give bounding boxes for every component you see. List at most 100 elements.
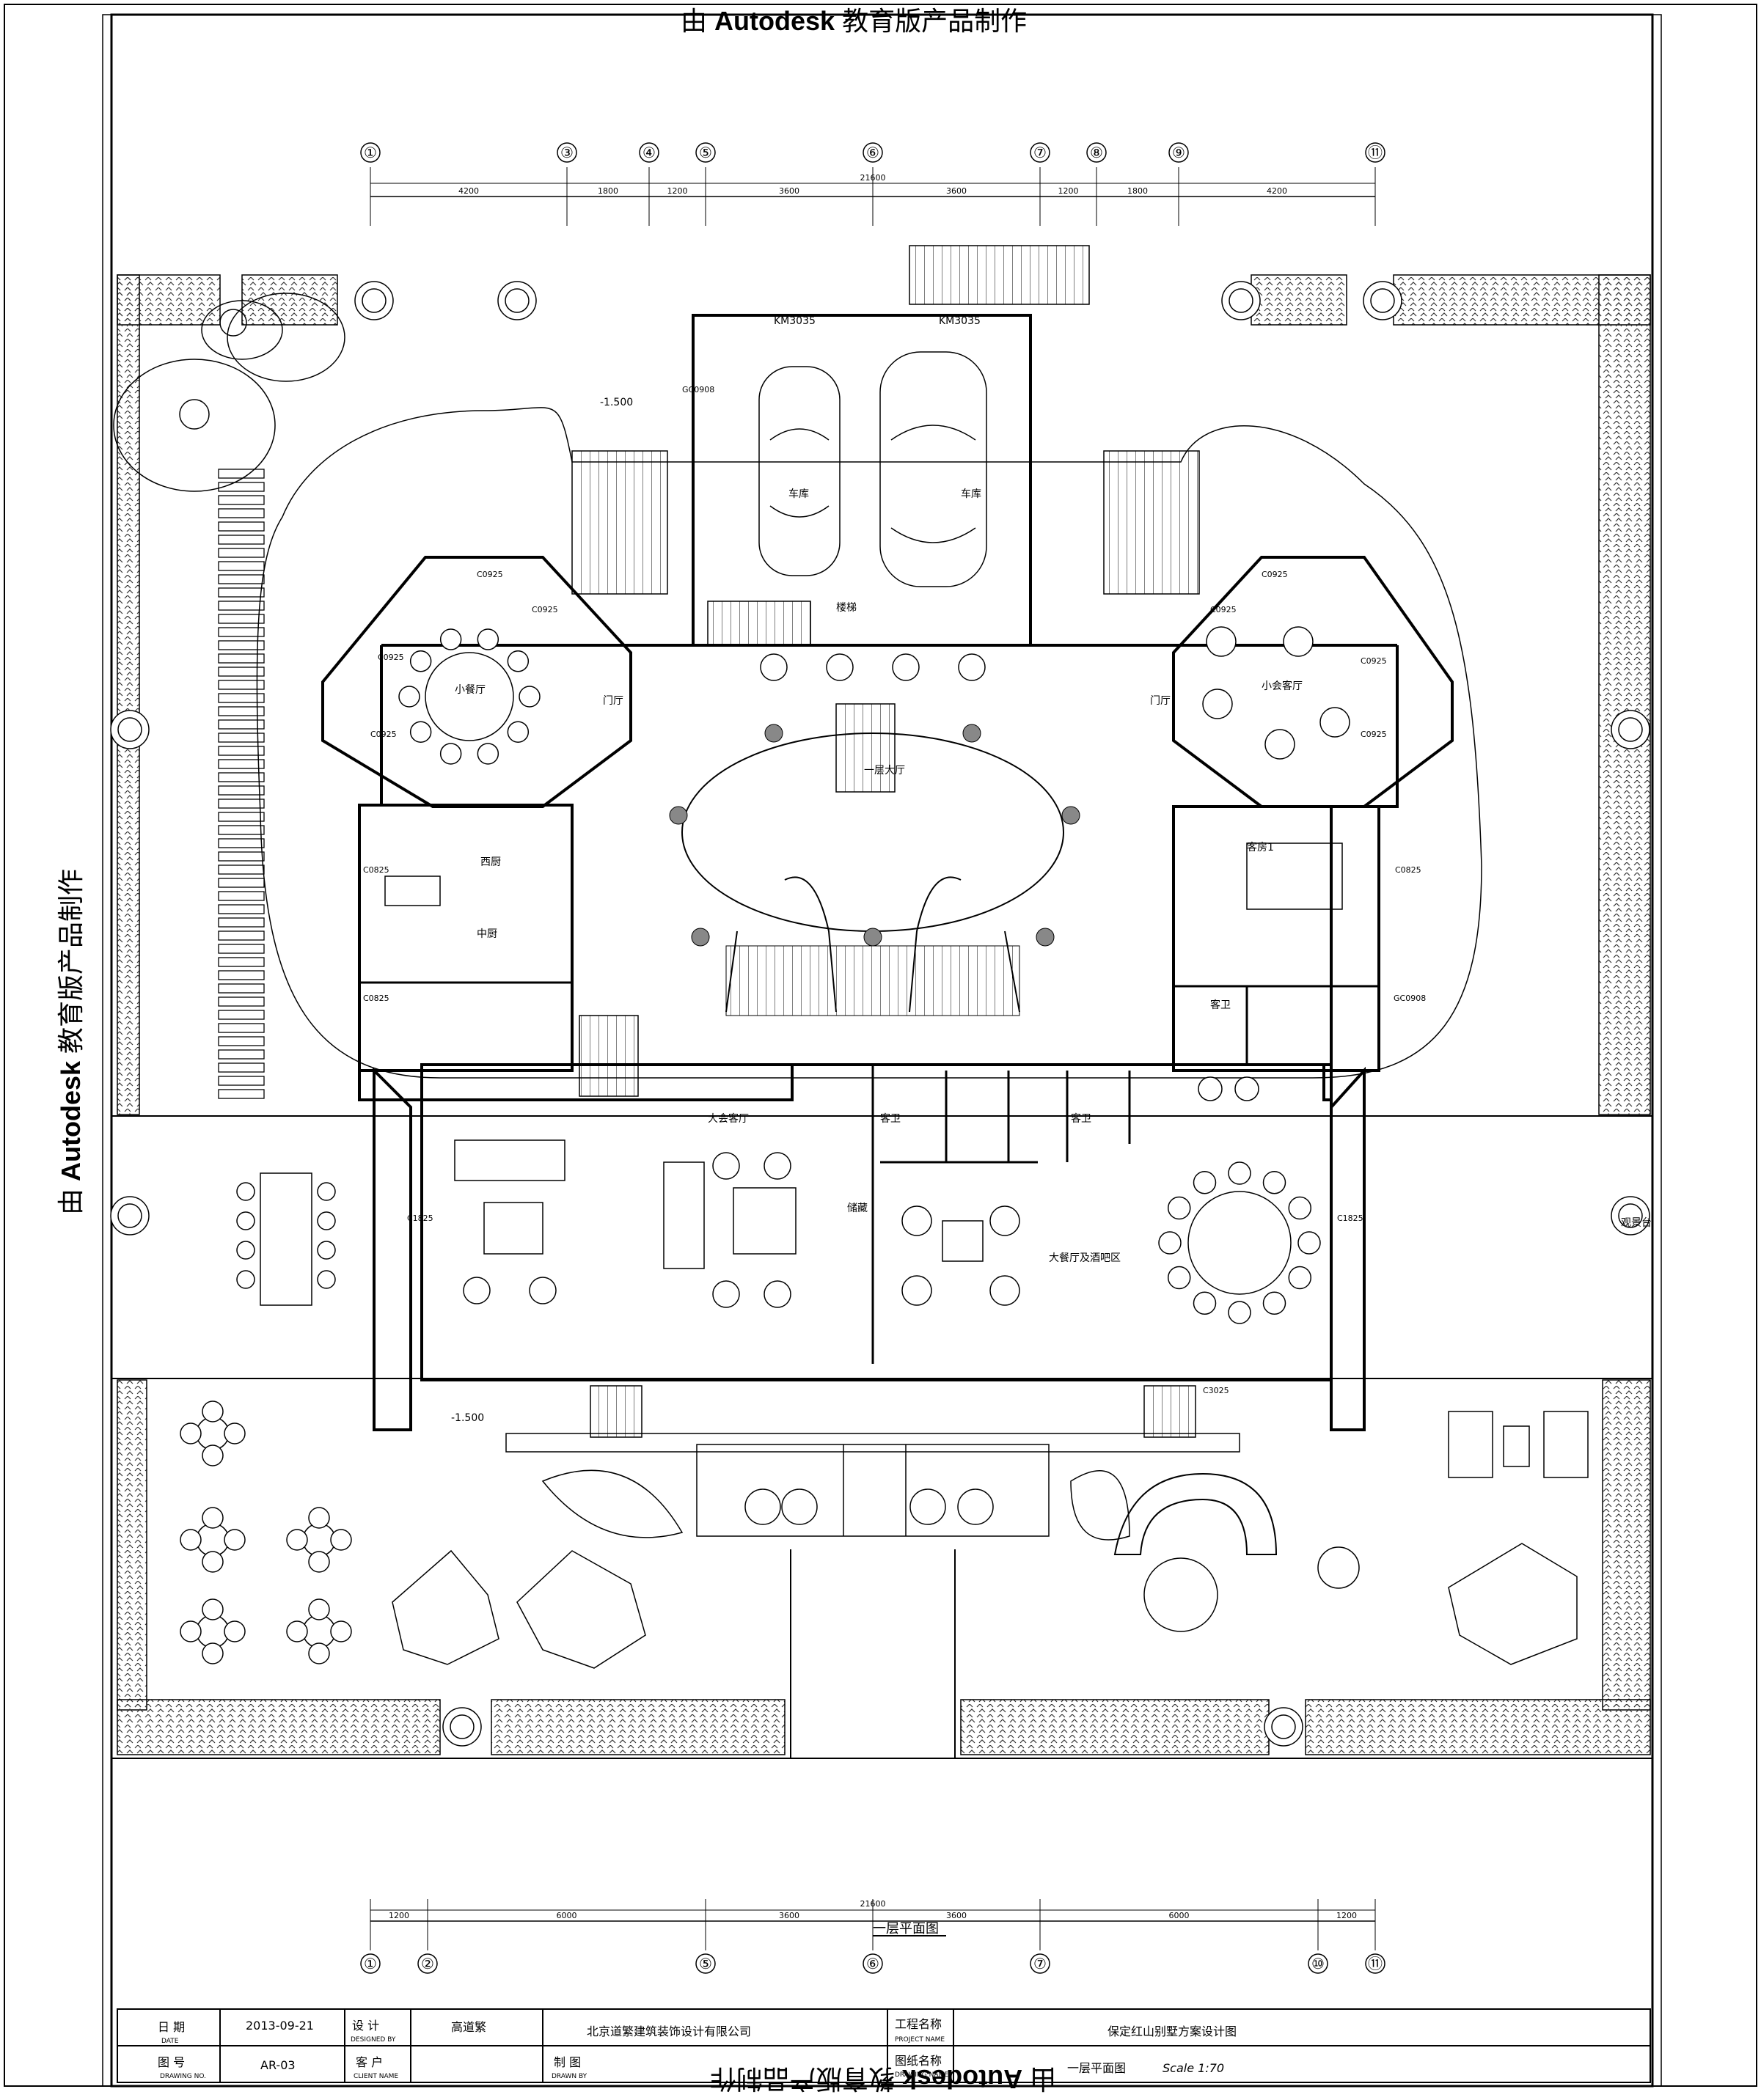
stepping-stone xyxy=(218,812,265,822)
stepping-stone xyxy=(218,983,265,994)
furniture xyxy=(260,652,1589,1632)
tree-cluster xyxy=(113,293,345,492)
lamp-post-inner xyxy=(1618,1203,1643,1228)
armchair xyxy=(529,1277,557,1304)
armchair xyxy=(712,1280,740,1308)
watermark-top: 由 Autodesk 教育版产品制作 xyxy=(681,6,1028,36)
pillar xyxy=(760,653,788,681)
building-walls xyxy=(321,314,1454,1431)
patio-chair xyxy=(202,1551,224,1573)
bottom-dim-dim: 1200 xyxy=(1336,1911,1357,1920)
window-tag: C0825 xyxy=(1395,865,1421,875)
stepping-stone xyxy=(218,798,265,809)
stepping-stone xyxy=(218,785,265,796)
lamp-post-inner xyxy=(450,1714,475,1739)
window-tag: C0925 xyxy=(1262,570,1288,579)
top-dim-axis-label: ⑪ xyxy=(1368,144,1383,161)
window-tag: C0825 xyxy=(363,865,389,875)
room-entry-right: 门厅 xyxy=(1150,695,1171,707)
armchair xyxy=(764,1152,791,1180)
lamp-post-inner xyxy=(1271,1714,1296,1739)
patio-chair xyxy=(308,1598,330,1620)
patio-chair xyxy=(286,1529,308,1551)
patio-chair xyxy=(202,1400,224,1422)
chair xyxy=(1158,1231,1182,1255)
room-gazebo: 观景台 xyxy=(1621,1217,1652,1229)
stepping-stone xyxy=(218,495,265,505)
stepping-stone xyxy=(218,1089,265,1099)
room-small-dining: 小餐厅 xyxy=(455,684,486,696)
stepping-stone xyxy=(218,825,265,835)
room-wc2: 客卫 xyxy=(1071,1112,1091,1125)
lamp-post-inner xyxy=(1370,288,1395,313)
stepping-stone xyxy=(218,746,265,756)
window-tag: C0925 xyxy=(378,653,404,662)
room-entry-left: 门厅 xyxy=(603,695,623,707)
bottom-dim-axis-label: ② xyxy=(421,1955,434,1972)
patio-chair xyxy=(308,1642,330,1664)
pillar xyxy=(958,653,986,681)
chair xyxy=(477,628,499,650)
top-dim-axis-bubble xyxy=(695,142,716,163)
top-dim-dim: 4200 xyxy=(1267,186,1287,196)
top-dim-axis-bubble xyxy=(557,142,577,163)
room-storage: 储藏 xyxy=(847,1203,868,1214)
window-tag: C0925 xyxy=(1361,730,1387,739)
chair xyxy=(1297,1231,1321,1255)
patio-chair xyxy=(224,1529,246,1551)
chair xyxy=(1288,1196,1312,1220)
tb-design-label: 设 计 xyxy=(352,2019,379,2033)
chair xyxy=(236,1211,255,1230)
chair xyxy=(317,1182,336,1201)
top-dim-dim: 3600 xyxy=(779,186,799,196)
chairs xyxy=(110,281,1650,1747)
top-dim-axis-label: ⑤ xyxy=(699,144,712,161)
armchair xyxy=(1264,729,1295,760)
patio-chair xyxy=(202,1444,224,1466)
tb-sheet-en: DRAWING NAME xyxy=(895,2071,948,2079)
window-tag: GC0908 xyxy=(1394,994,1426,1003)
chair xyxy=(1167,1196,1191,1220)
patio-chair xyxy=(224,1620,246,1642)
lamp-post-inner xyxy=(505,288,530,313)
chair xyxy=(439,743,462,765)
stepping-stone xyxy=(218,482,265,492)
bottom-dim-axis-label: ⑦ xyxy=(1033,1955,1047,1972)
tb-scale: Scale 1:70 xyxy=(1163,2061,1224,2075)
stepping-stone xyxy=(218,1023,265,1033)
top-dim-axis-bubble xyxy=(1086,142,1107,163)
patio-chair xyxy=(180,1620,202,1642)
bottom-dim-axis-bubble xyxy=(1308,1953,1328,1974)
site-boundary xyxy=(111,1115,1652,1759)
patio-chair xyxy=(180,1422,202,1444)
room-kitchen: 西厨 xyxy=(480,856,501,868)
entry-stairs xyxy=(571,450,1200,1438)
tb-project-label: 工程名称 xyxy=(895,2017,942,2031)
lamp-post-inner xyxy=(1618,717,1643,742)
armchair xyxy=(463,1277,491,1304)
patio-chair xyxy=(202,1642,224,1664)
stepping-stone xyxy=(218,891,265,901)
patio-chair xyxy=(202,1507,224,1529)
room-labels: 车库 车库 KM3035 KM3035 楼梯 小餐厅 小会客厅 门厅 门厅 一层… xyxy=(451,315,1652,1424)
stepping-stone xyxy=(218,535,265,545)
stepping-stone xyxy=(218,917,265,928)
top-dim-axis-label: ③ xyxy=(560,144,574,161)
stepping-stone xyxy=(218,1062,265,1073)
tb-client-en: CLIENT NAME xyxy=(354,2073,398,2080)
bottom-dim-axis-bubble xyxy=(1030,1953,1050,1974)
patio-chair xyxy=(180,1529,202,1551)
interior-walls xyxy=(359,981,1379,1364)
stepping-stone xyxy=(218,601,265,611)
chair xyxy=(1228,1161,1251,1185)
window-tag: GC0908 xyxy=(682,385,714,394)
tb-company: 北京道繁建筑装饰设计有限公司 xyxy=(587,2024,751,2038)
stepping-stone xyxy=(218,627,265,637)
top-dim-dim: 1200 xyxy=(1058,186,1079,196)
stepping-stone xyxy=(218,706,265,716)
tb-date-value: 2013-09-21 xyxy=(246,2019,314,2033)
bottom-dim-axis-bubble xyxy=(360,1953,381,1974)
